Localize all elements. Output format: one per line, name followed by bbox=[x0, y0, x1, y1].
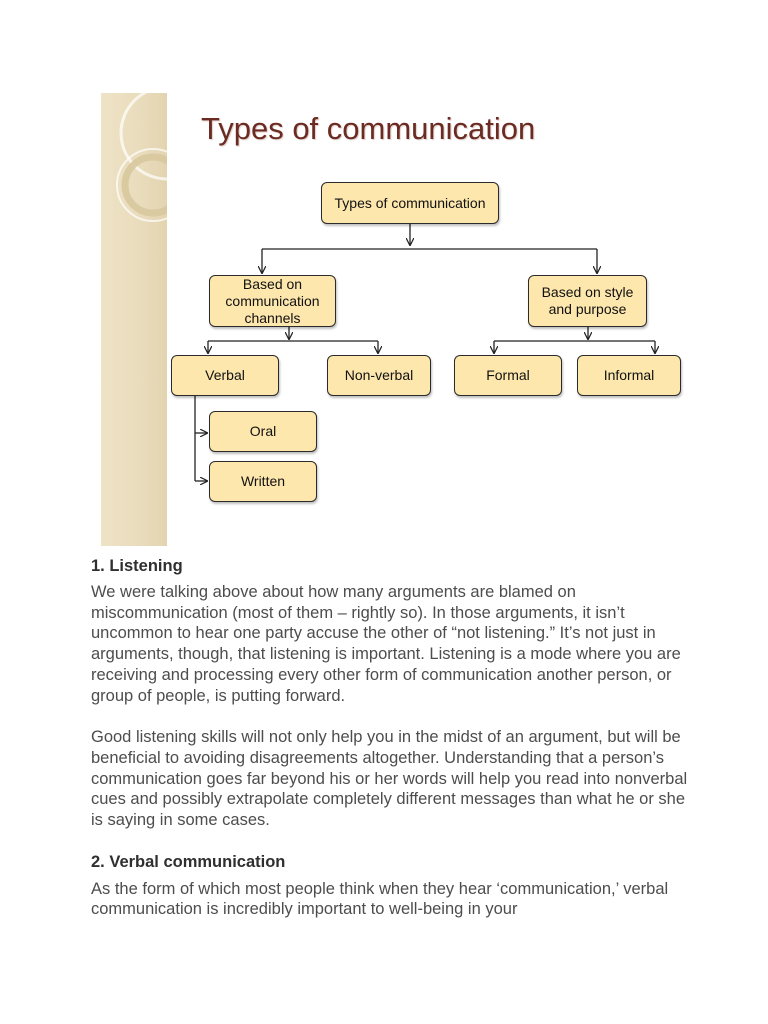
node-verbal: Verbal bbox=[171, 355, 279, 396]
paragraph-listening-2: Good listening skills will not only help… bbox=[91, 728, 688, 830]
paragraph-verbal-1: As the form of which most people think w… bbox=[91, 879, 669, 919]
node-style-and-purpose: Based on style and purpose bbox=[528, 275, 647, 327]
node-informal: Informal bbox=[577, 355, 681, 396]
decorative-strip bbox=[101, 85, 215, 546]
paragraph-listening-1: We were talking above about how many arg… bbox=[91, 583, 681, 705]
node-communication-channels: Based on communication channels bbox=[209, 275, 336, 327]
node-written: Written bbox=[209, 461, 317, 502]
slide-title: Types of communication bbox=[201, 111, 536, 146]
heading-verbal-communication: 2. Verbal communication bbox=[91, 852, 286, 871]
node-types-of-communication: Types of communication bbox=[321, 182, 499, 224]
heading-listening: 1. Listening bbox=[91, 557, 183, 575]
node-non-verbal: Non-verbal bbox=[327, 355, 431, 396]
node-oral: Oral bbox=[209, 411, 317, 452]
slide-image: Types of communication Types of communic… bbox=[101, 85, 700, 546]
diagram-connectors bbox=[194, 224, 700, 546]
article-body: 1. Listening We were talking above about… bbox=[91, 555, 691, 920]
node-formal: Formal bbox=[454, 355, 562, 396]
